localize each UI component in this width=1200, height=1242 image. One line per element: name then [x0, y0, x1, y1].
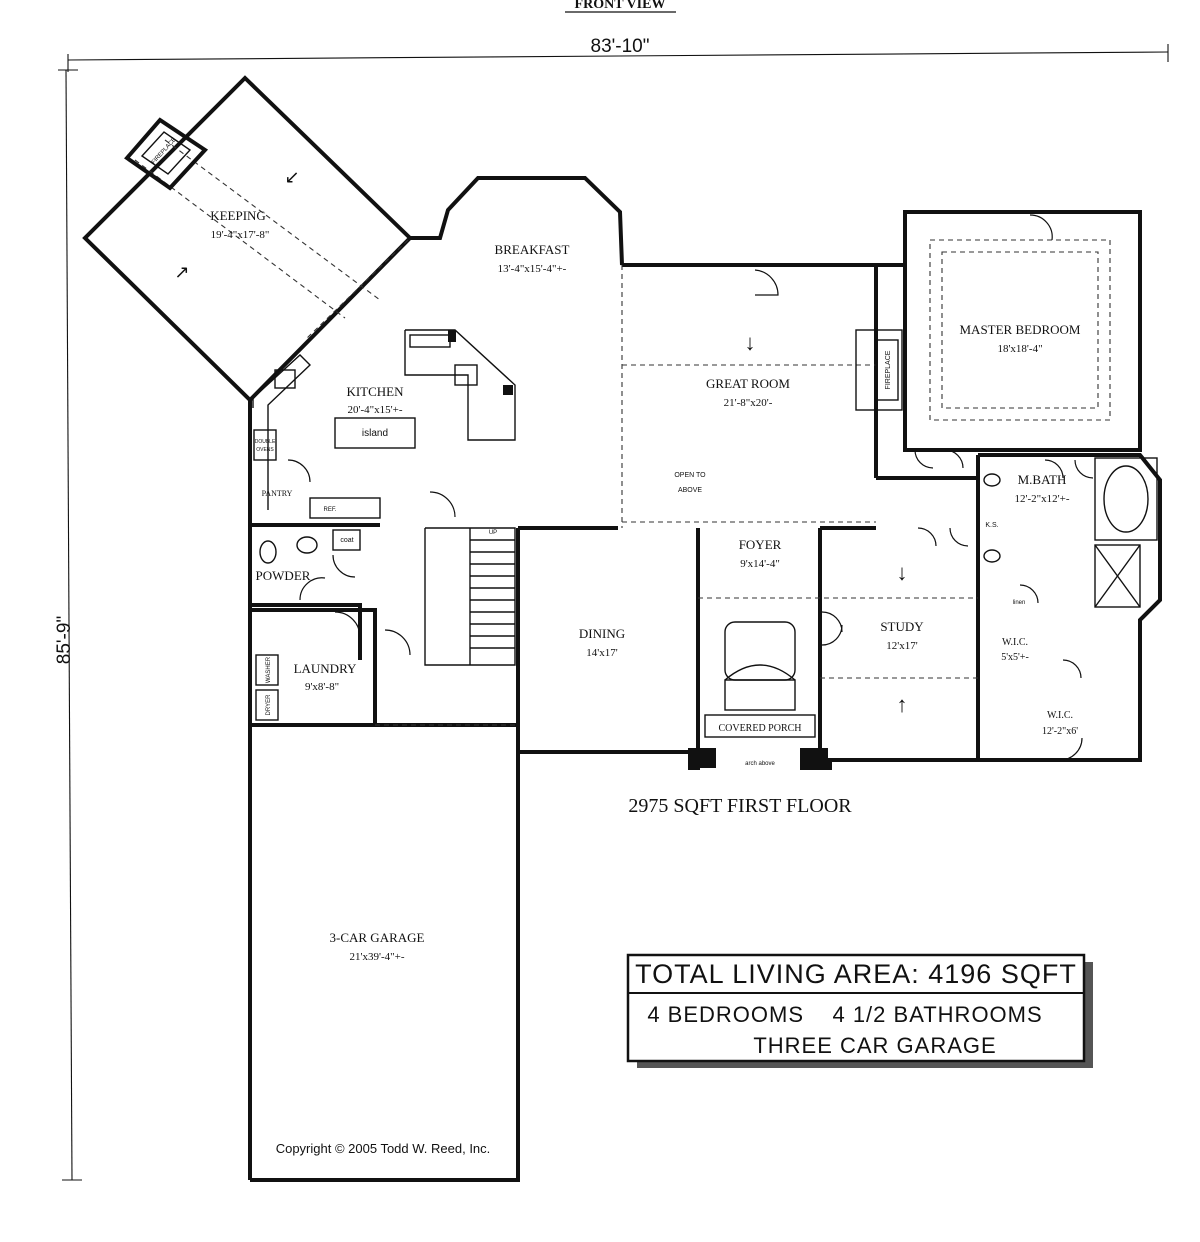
- kitchen-size: 20'-4"x15'+-: [348, 404, 403, 416]
- kitchen-counters: island: [252, 329, 516, 510]
- covered-porch-label: COVERED PORCH: [718, 723, 801, 734]
- open-to-above-1: OPEN TO: [674, 472, 706, 479]
- doors: [287, 214, 1094, 761]
- m-bath-size: 12'-2"x12'+-: [1015, 493, 1070, 505]
- svg-text:↑: ↑: [897, 692, 908, 717]
- powder-fixtures: coat REF.: [259, 497, 381, 564]
- great-room-label: GREAT ROOM: [706, 376, 790, 391]
- master-tub: [983, 457, 1158, 608]
- svg-text:↓: ↓: [897, 560, 908, 585]
- master-bedroom-label: MASTER BEDROOM: [960, 322, 1081, 337]
- breakfast-label: BREAKFAST: [495, 242, 570, 257]
- dining-size: 14'x17': [586, 647, 617, 659]
- staircase: UP: [469, 528, 515, 665]
- dashed-lines: [134, 139, 1111, 726]
- keeping-size: 19'-4"x17'-8": [211, 229, 270, 241]
- breakfast-size: 13'-4"x15'-4"+-: [498, 263, 567, 275]
- double-ovens-label-2: OVENS: [256, 447, 274, 453]
- room-labels: KEEPING 19'-4"x17'-8" BREAKFAST 13'-4"x1…: [210, 208, 1081, 963]
- foyer-label: FOYER: [739, 537, 782, 552]
- dining-label: DINING: [579, 626, 625, 641]
- copyright-label: Copyright © 2005 Todd W. Reed, Inc.: [276, 1141, 491, 1156]
- width-dimension: 83'-10": [67, 36, 1169, 72]
- floor-area-label: 2975 SQFT FIRST FLOOR: [628, 795, 852, 817]
- island-label: island: [362, 428, 388, 439]
- laundry-appliances: WASHER DRYER: [255, 654, 279, 721]
- bedrooms-bathrooms: 4 BEDROOMS 4 1/2 BATHROOMS: [647, 1002, 1042, 1027]
- width-dimension-label: 83'-10": [591, 36, 650, 57]
- svg-text:↓: ↓: [745, 330, 756, 355]
- depth-dimension-label: 85'-9": [54, 616, 75, 664]
- wic-large-size: 12'-2"x6': [1042, 726, 1078, 737]
- garage-summary: THREE CAR GARAGE: [753, 1033, 996, 1058]
- direction-arrows: ↙ ↗ ↓ ↓ ↑: [174, 167, 907, 717]
- foyer-size: 9'x14'-4": [740, 558, 780, 570]
- open-to-above-2: ABOVE: [678, 487, 702, 494]
- kitchen-island: [334, 417, 416, 449]
- keeping-label: KEEPING: [210, 208, 266, 223]
- powder-label: POWDER: [256, 568, 311, 583]
- ks-label: K.S.: [985, 522, 998, 529]
- garage-size: 21'x39'-4"+-: [350, 951, 405, 963]
- dryer-label: DRYER: [266, 694, 272, 716]
- depth-dimension: 85'-9": [54, 69, 82, 1181]
- garage-label: 3-CAR GARAGE: [330, 930, 425, 945]
- arch-above-label: arch above: [745, 761, 775, 767]
- study-label: STUDY: [880, 619, 924, 634]
- kitchen-label: KITCHEN: [346, 384, 404, 399]
- stair-up-label: UP: [489, 530, 497, 536]
- great-room-fireplace-label: FIREPLACE: [885, 350, 892, 389]
- laundry-size: 9'x8'-8": [305, 681, 339, 693]
- covered-porch: arch above: [688, 621, 828, 768]
- laundry-label: LAUNDRY: [294, 661, 357, 676]
- great-room-size: 21'-8"x20'-: [724, 397, 773, 409]
- pantry-label: PANTRY: [262, 489, 293, 498]
- study-size: 12'x17': [886, 640, 917, 652]
- linen-label: linen: [1013, 600, 1026, 606]
- master-bedroom-size: 18'x18'-4": [997, 343, 1042, 355]
- front-view-label: FRONT VIEW: [575, 0, 666, 12]
- coat-label: coat: [340, 537, 353, 544]
- svg-text:↙: ↙: [284, 167, 299, 187]
- wic-small-label: W.I.C.: [1002, 637, 1028, 648]
- summary-box: TOTAL LIVING AREA: 4196 SQFT 4 BEDROOMS …: [626, 953, 1093, 1068]
- double-ovens-label-1: DOUBLE: [255, 439, 276, 445]
- ref-label: REF.: [323, 507, 336, 513]
- washer-label: WASHER: [266, 656, 272, 683]
- svg-text:↗: ↗: [174, 262, 189, 282]
- m-bath-label: M.BATH: [1018, 472, 1067, 487]
- wic-small-size: 5'x5'+-: [1001, 652, 1029, 663]
- wic-large-label: W.I.C.: [1047, 710, 1073, 721]
- total-living-area: TOTAL LIVING AREA: 4196 SQFT: [635, 959, 1077, 989]
- great-room-fireplace: FIREPLACE: [855, 329, 903, 411]
